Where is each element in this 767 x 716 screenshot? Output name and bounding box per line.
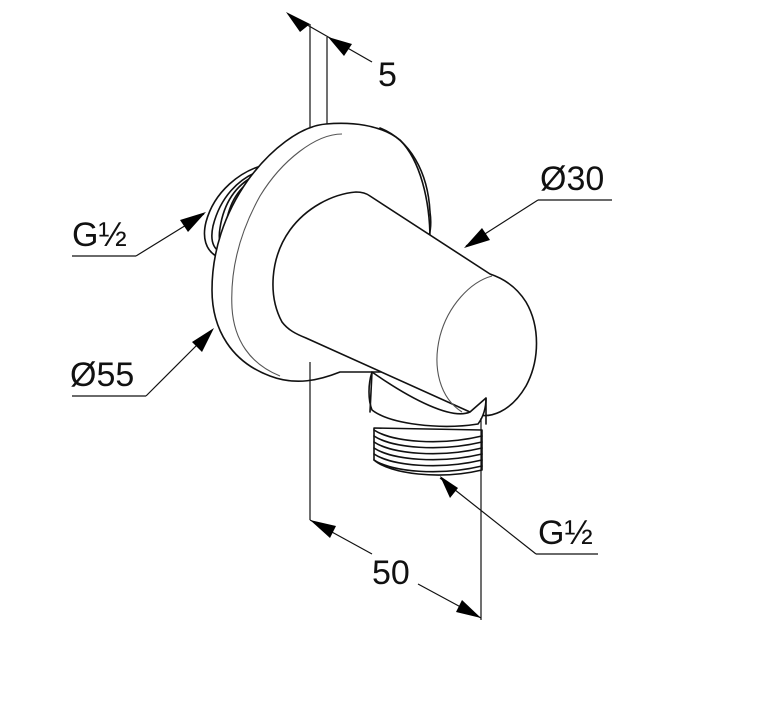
dimension-label-outlet-thread: G½ (538, 514, 593, 552)
dimension-body-diameter: Ø30 (464, 160, 612, 248)
flange-thickness-extension-lines (309, 24, 328, 140)
dimension-projection-depth: 50 (309, 519, 482, 619)
dimension-inlet-thread: G½ (72, 212, 206, 257)
dimension-flange-diameter: Ø55 (70, 328, 214, 397)
body-cylinder (272, 191, 538, 417)
dimension-outlet-thread: G½ (439, 476, 598, 555)
outlet-neck (368, 371, 487, 428)
dimension-label-inlet-thread: G½ (72, 216, 127, 254)
dimension-label-body-diameter: Ø30 (540, 160, 604, 198)
outlet-thread (373, 427, 483, 476)
projection-extension-lines (309, 362, 482, 620)
dimension-label-5: 5 (378, 56, 397, 94)
dimension-label-projection-depth: 50 (372, 554, 410, 592)
dimension-flange-thickness: 5 (286, 12, 397, 94)
dimension-label-flange-diameter: Ø55 (70, 356, 134, 394)
